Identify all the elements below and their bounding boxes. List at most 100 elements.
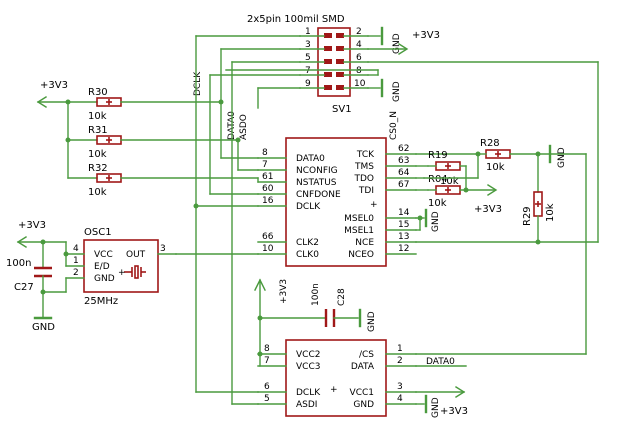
cs0-n-label: CS0_N xyxy=(389,111,399,140)
fpga-pin-name: NCONFIG xyxy=(296,166,338,176)
fpga-pin-name: TDO xyxy=(353,174,374,184)
config-chip: + 8 7 6 5 VCC2 VCC3 DCLK ASDI 1 2 3 4 /C… xyxy=(257,339,417,417)
config-pin-name: VCC1 xyxy=(350,388,374,398)
fpga-pin-name: MSEL0 xyxy=(344,214,374,224)
pullup-bank: +3V3 R30 10k R31 10k R32 10k xyxy=(36,80,122,198)
jtag-resistors: R19 10k R04 10k +3V3 R28 10k GND R29 10k xyxy=(415,138,567,245)
r04-name: R04 xyxy=(428,174,448,185)
fpga-pin-name: NCEO xyxy=(348,250,374,260)
vcc-label-left: +3V3 xyxy=(40,80,68,91)
fpga-pin-num: 13 xyxy=(398,232,409,242)
r28-value: 10k xyxy=(486,162,505,173)
vcc-label-r04: +3V3 xyxy=(474,204,502,215)
sv1-pin-9: 9 xyxy=(305,79,311,89)
svg-text:+: + xyxy=(118,268,126,278)
osc-name: OSC1 xyxy=(84,227,112,238)
fpga-pin-name: MSEL1 xyxy=(344,226,374,236)
config-pin-name: VCC3 xyxy=(296,362,320,372)
r32-value: 10k xyxy=(88,187,107,198)
fpga-left-pins: 8 7 61 60 16 66 10 DATA0 NCONFIG NSTATUS… xyxy=(257,148,341,260)
fpga-pin-num: 7 xyxy=(262,160,268,170)
c28-gnd: GND xyxy=(367,311,377,332)
oscillator-osc1: OSC1 4 1 2 VCC E/D GND OUT 3 + 25MHz xyxy=(65,227,177,307)
connector-name: SV1 xyxy=(332,104,352,115)
r04-value: 10k xyxy=(428,198,447,209)
config-pin-num: 8 xyxy=(264,344,270,354)
config-pin-num: 7 xyxy=(264,356,270,366)
fpga-body xyxy=(285,137,387,267)
config-pin-num: 5 xyxy=(264,394,270,404)
osc-vcc-label: +3V3 xyxy=(18,220,46,231)
fpga-pin-num: 67 xyxy=(398,180,409,190)
sv1-vcc-label: +3V3 xyxy=(412,30,440,41)
config-pin-name: DATA xyxy=(351,362,375,372)
fpga-pin-num: 63 xyxy=(398,156,409,166)
sv1-gnd-top: GND xyxy=(392,33,402,54)
sv1-pin-7: 7 xyxy=(305,66,311,76)
fpga-pin-num: 62 xyxy=(398,144,409,154)
fpga-pin-num: 15 xyxy=(398,220,409,230)
fpga-pin-num: 16 xyxy=(262,196,274,206)
sv1-pin-2: 2 xyxy=(356,27,362,37)
r29-value: 10k xyxy=(545,203,556,222)
osc-pin-num: 1 xyxy=(73,256,79,266)
fpga-pin-name: NSTATUS xyxy=(296,178,337,188)
fpga-pin-name: CLK0 xyxy=(296,250,319,260)
r28-name: R28 xyxy=(480,138,500,149)
config-data0-label: DATA0 xyxy=(426,357,455,367)
config-pin-name: GND xyxy=(353,400,374,410)
config-vcc-label: +3V3 xyxy=(279,279,289,304)
sv1-pin-1: 1 xyxy=(305,27,311,37)
fpga-pin-name: DATA0 xyxy=(296,154,325,164)
config-gnd-label: GND xyxy=(431,397,441,418)
c27-value: 100n xyxy=(6,258,31,269)
sv1-pin-3: 3 xyxy=(305,40,311,50)
sv1-pin-6: 6 xyxy=(356,53,362,63)
fpga-pin-name: TCK xyxy=(356,150,375,160)
crystal-symbol-icon: + xyxy=(118,265,146,279)
config-origin-mark: + xyxy=(330,385,338,395)
config-chip-body xyxy=(285,339,387,417)
capacitor-c28: +3V3 100n C28 GND xyxy=(254,278,377,367)
r28-gnd: GND xyxy=(557,147,567,168)
r31-value: 10k xyxy=(88,149,107,160)
r30-name: R30 xyxy=(88,87,108,98)
fpga-pin-num: 10 xyxy=(262,244,274,254)
r19-name: R19 xyxy=(428,150,448,161)
fpga-pin-name: CLK2 xyxy=(296,238,319,248)
msel-gnd: GND xyxy=(431,211,441,232)
r29-name: R29 xyxy=(522,206,533,226)
fpga-pin-name: TMS xyxy=(354,162,374,172)
dclk-net-label: DCLK xyxy=(193,71,203,96)
connector-sv1: 2x5pin 100mil SMD SV1 1 3 5 7 9 2 4 6 8 … xyxy=(247,14,440,115)
config-pin-num: 3 xyxy=(397,382,403,392)
fpga-pin-num: 66 xyxy=(262,232,274,242)
fpga-pin-num: 8 xyxy=(262,148,268,158)
fpga-pin-name: CNFDONE xyxy=(296,190,341,200)
fpga-pin-num: 60 xyxy=(262,184,274,194)
config-pin-num: 6 xyxy=(264,382,270,392)
r32-name: R32 xyxy=(88,163,108,174)
osc-out-num: 3 xyxy=(160,244,166,254)
config-pin-name: DCLK xyxy=(296,388,321,398)
osc-pin-num: 2 xyxy=(73,268,79,278)
sv1-pin-5: 5 xyxy=(305,53,311,63)
osc-pin-name: VCC xyxy=(94,250,113,260)
fpga-pin-num: 12 xyxy=(398,244,409,254)
config-vcc1-label: +3V3 xyxy=(440,406,468,417)
fpga-pin-num: 61 xyxy=(262,172,273,182)
config-pin-num: 2 xyxy=(397,356,403,366)
fpga-pin-name: DCLK xyxy=(296,202,321,212)
osc-pin-name: E/D xyxy=(94,262,110,272)
c28-value: 100n xyxy=(311,283,321,306)
fpga-chip: + 8 7 61 60 16 66 10 DATA0 NCONFIG NSTAT… xyxy=(257,111,417,267)
r30-value: 10k xyxy=(88,111,107,122)
sv1-gnd-bottom: GND xyxy=(392,81,402,102)
asdo-net-label: ASDO xyxy=(239,114,249,140)
osc-freq: 25MHz xyxy=(84,296,118,307)
r31-name: R31 xyxy=(88,125,108,136)
osc-pin-name: GND xyxy=(94,274,115,284)
osc-pin-num: 4 xyxy=(73,244,79,254)
config-pin-num: 4 xyxy=(397,394,403,404)
